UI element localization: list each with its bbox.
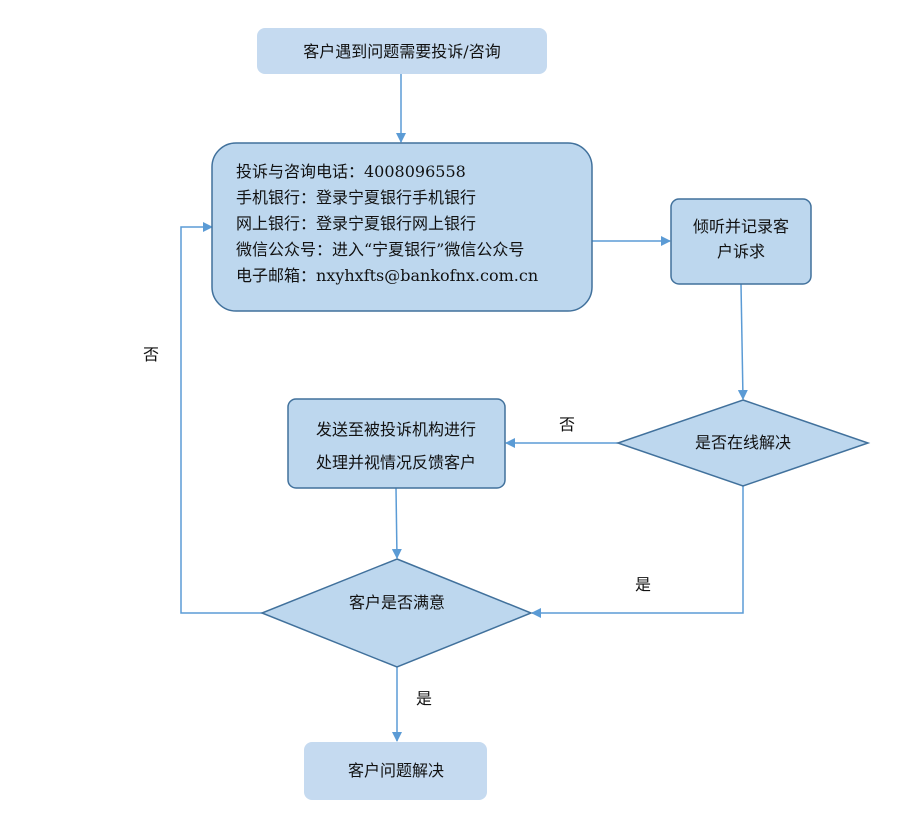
edges [180,74,748,742]
edge-listen-to-online-decision [737,283,748,400]
end-node-box [304,742,487,800]
listen-node-box [670,198,812,285]
online-decision-diamond [615,399,871,487]
channels-node-box [211,142,593,312]
edge-forward-to-satisfied [391,487,402,559]
online-decision-label: 是否在线解决 [695,433,791,452]
edge-label-satisfied-yes: 是 [416,689,432,708]
channels-node: 投诉与咨询电话：4008096558 手机银行：登录宁夏银行手机银行 网上银行：… [211,142,593,312]
start-node-label: 客户遇到问题需要投诉/咨询 [303,42,500,61]
channels-line-wechat: 微信公众号：进入“宁夏银行”微信公众号 [236,240,524,259]
start-node: 客户遇到问题需要投诉/咨询 [257,28,547,74]
forward-node-line-1: 发送至被投诉机构进行 [316,420,476,439]
listen-node-line-1: 倾听并记录客 [693,217,789,236]
listen-node-line-2: 户诉求 [717,242,765,261]
edge-label-satisfied-no: 否 [143,345,159,364]
satisfied-decision-node: 客户是否满意 [259,558,534,668]
channels-line-email: 电子邮箱：nxyhxfts@bankofnx.com.cn [236,266,538,285]
edge-label-online-no: 否 [559,415,575,434]
forward-node-box [287,398,506,489]
channels-line-mobile-banking: 手机银行：登录宁夏银行手机银行 [236,188,476,207]
listen-node: 倾听并记录客 户诉求 [670,198,812,285]
forward-node: 发送至被投诉机构进行 处理并视情况反馈客户 [287,398,506,489]
channels-line-phone: 投诉与咨询电话：4008096558 [236,162,466,181]
edge-satisfied-no-to-channels [180,222,262,614]
channels-line-online-banking: 网上银行：登录宁夏银行网上银行 [236,214,476,233]
end-node-label: 客户问题解决 [348,761,444,780]
edge-online-yes-to-satisfied [531,486,744,618]
online-decision-node: 是否在线解决 [615,399,871,487]
end-node: 客户问题解决 [304,742,487,800]
start-node-box [257,28,547,74]
forward-node-line-2: 处理并视情况反馈客户 [316,453,476,472]
satisfied-decision-label: 客户是否满意 [349,593,445,612]
edge-label-online-yes: 是 [635,575,651,594]
satisfied-decision-diamond [259,558,534,668]
